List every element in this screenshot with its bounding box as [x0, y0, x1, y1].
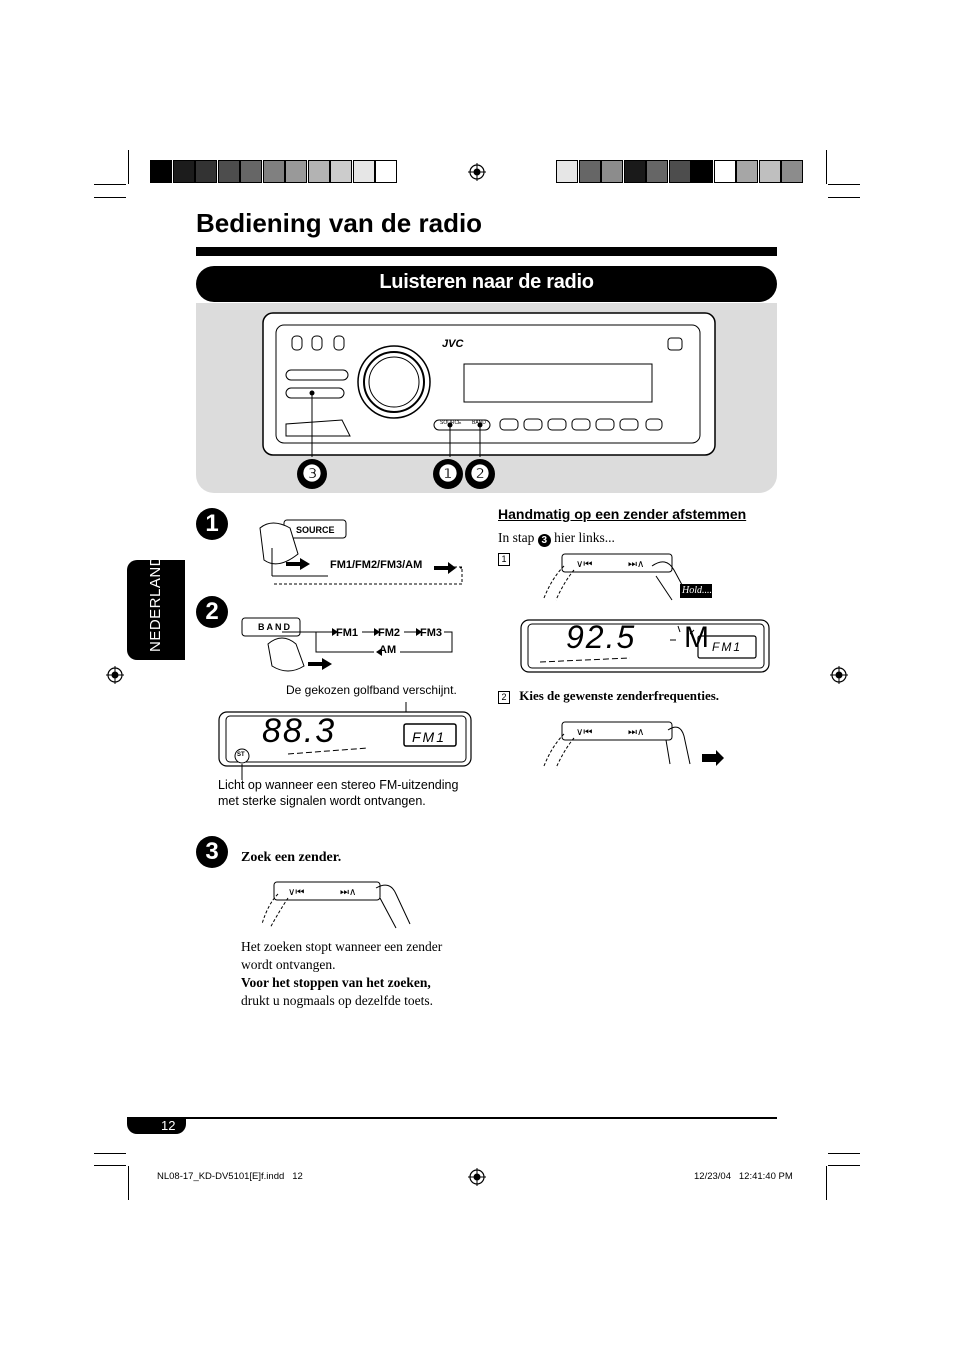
source-sequence: FM1/FM2/FM3/AM — [330, 559, 423, 571]
band-button-label: BAND — [258, 622, 292, 632]
stereo-indicator: ST — [237, 752, 245, 758]
manual-intro: In stap 3 hier links... — [498, 529, 615, 547]
stereo-caption: Licht op wanneer een stereo FM-uitzendin… — [218, 778, 459, 808]
color-swatch — [240, 160, 262, 183]
color-swatch — [578, 160, 601, 183]
substep-2: 2 Kies de gewenste zenderfrequenties. — [498, 688, 719, 704]
manual-intro-step-icon: 3 — [537, 534, 551, 547]
title-rule — [196, 247, 777, 256]
band-am: AM — [379, 644, 397, 656]
color-swatch — [668, 160, 691, 183]
step-3-note-line1: Het zoeken stopt wanneer een zender word… — [241, 939, 443, 972]
svg-text:⏭∧: ⏭∧ — [340, 887, 356, 898]
band-fm2: FM2 — [378, 627, 400, 639]
radio-front-panel — [262, 312, 716, 457]
color-swatch — [262, 160, 285, 183]
color-swatch — [713, 160, 736, 183]
color-swatch — [691, 160, 713, 183]
manual-heading: Handmatig op een zender afstemmen — [498, 506, 747, 522]
radio-brand-logo: JVC — [442, 338, 464, 350]
step-3-heading: Zoek een zender. — [241, 850, 342, 865]
step-3-note-line3: drukt u nogmaals op dezelfde toets. — [241, 993, 433, 1008]
registration-target-icon — [468, 1168, 486, 1186]
step-1-number: 1 — [196, 508, 228, 540]
substep-2-number: 2 — [498, 691, 510, 704]
step-2-number: 2 — [196, 596, 228, 628]
color-swatch — [623, 160, 646, 183]
svg-text:⏭∧: ⏭∧ — [628, 727, 644, 738]
callout-1: ❶ — [433, 459, 463, 489]
band-caption: De gekozen golfband verschijnt. — [286, 683, 457, 697]
radio-band-label: BAND — [472, 420, 486, 426]
color-swatch — [285, 160, 307, 183]
manual-display-mode: M — [684, 621, 709, 654]
display-manual-illustration — [520, 619, 770, 673]
svg-text:⏭∧: ⏭∧ — [628, 559, 644, 570]
callout-2: ❷ — [465, 459, 495, 489]
registration-target-icon — [468, 163, 486, 181]
color-swatch — [330, 160, 352, 183]
step-3-note-bold: Voor het stoppen van het zoeken, — [241, 975, 431, 990]
manual-display-band: FM1 — [712, 640, 742, 654]
manual-intro-prefix: In stap — [498, 530, 535, 545]
hold-label: Hold.... — [682, 585, 712, 596]
color-swatch — [307, 160, 330, 183]
color-swatch — [781, 160, 803, 183]
seek-buttons-illustration: ∨⏮ ⏭∧ — [261, 881, 411, 929]
band-button-illustration — [241, 617, 453, 672]
display-frequency: 88.3 — [262, 712, 337, 750]
band-fm1: FM1 — [336, 627, 358, 639]
source-button-label: SOURCE — [296, 525, 335, 535]
color-swatch — [195, 160, 217, 183]
band-fm3: FM3 — [420, 627, 442, 639]
color-swatch — [646, 160, 668, 183]
tune-buttons-illustration: ∨⏮ ⏭∧ — [543, 721, 724, 769]
color-swatch — [217, 160, 240, 183]
registration-target-icon — [106, 666, 124, 684]
color-swatch — [150, 160, 172, 183]
step-3-number: 3 — [196, 836, 228, 868]
section-bar: Luisteren naar de radio — [196, 266, 777, 302]
section-title: Luisteren naar de radio — [379, 271, 594, 293]
svg-text:∨⏮: ∨⏮ — [576, 559, 592, 570]
footer-rule — [127, 1117, 777, 1119]
color-swatch — [375, 160, 397, 183]
color-swatch — [758, 160, 781, 183]
display-fm1-illustration — [218, 702, 472, 780]
color-swatch — [556, 160, 578, 183]
page-number-badge: 12 — [127, 1118, 186, 1134]
page-title: Bediening van de radio — [196, 208, 483, 238]
manual-display-frequency: 92.5 — [566, 619, 637, 655]
color-swatch — [601, 160, 623, 183]
manual-intro-suffix: hier links... — [554, 530, 615, 545]
footer-timestamp: 12/23/04 12:41:40 PM — [694, 1171, 793, 1182]
language-label: NEDERLANDS — [147, 544, 164, 652]
footer-file-name: NL08-17_KD-DV5101[E]f.indd 12 — [157, 1171, 303, 1182]
callout-3: ❸ — [297, 459, 327, 489]
substep-1-number: 1 — [498, 553, 510, 566]
substep-1-box: 1 — [498, 549, 510, 567]
substep-2-text: Kies de gewenste zenderfrequenties. — [519, 688, 720, 703]
source-button-illustration — [259, 519, 463, 585]
color-swatch — [172, 160, 195, 183]
color-swatch — [352, 160, 375, 183]
svg-text:∨⏮: ∨⏮ — [288, 887, 304, 898]
svg-text:∨⏮: ∨⏮ — [576, 727, 592, 738]
display-band: FM1 — [412, 729, 446, 745]
hold-seek-illustration: ∨⏮ ⏭∧ — [543, 553, 712, 601]
radio-source-label: SOURCE — [440, 420, 462, 426]
language-side-tab: NEDERLANDS — [127, 544, 185, 660]
registration-target-icon — [830, 666, 848, 684]
page-number: 12 — [161, 1118, 176, 1133]
color-swatch — [736, 160, 758, 183]
